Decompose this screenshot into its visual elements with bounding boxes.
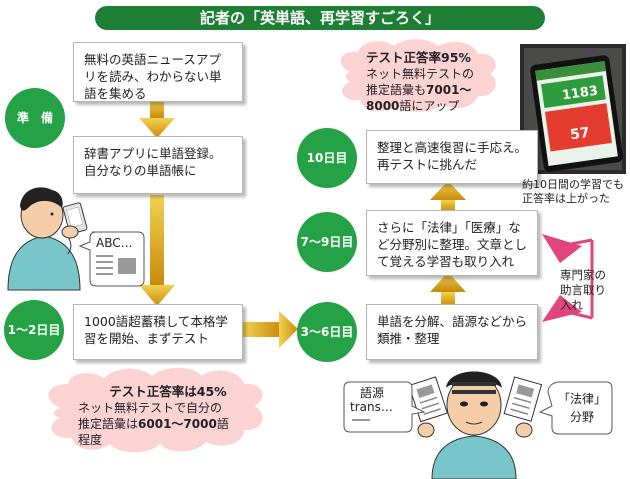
person-with-papers-illustration <box>408 371 543 479</box>
phone-photo <box>520 44 626 174</box>
left-result-text: テスト正答率は45% ネット無料テストで自分の 推定語彙は6001～7000語 … <box>78 384 258 448</box>
step-box-day7-9: さらに「法律」「医療」など分野別に整理。文章として覚える学習も取り入れ <box>366 210 538 276</box>
person-with-phone-illustration <box>7 187 88 291</box>
stage-day10: 10日目 <box>297 128 357 188</box>
expert-advice-label: 専門家の助言取り入れ <box>560 268 606 312</box>
law-bubble-line2: 分野 <box>570 410 595 424</box>
arrow-up-to-day7 <box>430 272 466 306</box>
stage-day3-6: 3～6日目 <box>297 302 357 362</box>
step-box-day3-6: 単語を分解、語源などから類推・整理 <box>366 304 538 360</box>
step-box-prep1: 無料の英語ニュースアプリを読み、わからない単語を集める <box>73 42 243 102</box>
etymology-speech-bubble <box>343 381 426 433</box>
abc-speech-bubble <box>78 231 145 287</box>
law-bubble-line1: 「法律」 <box>558 392 607 406</box>
right-result-text: テスト正答率95% ネット無料テストの 推定語彙も7001～ 8000語にアップ <box>366 50 492 114</box>
right-result-line1: ネット無料テストの <box>366 67 475 81</box>
law-field-speech-bubble <box>538 381 613 435</box>
left-result-line2: 推定語彙は6001～7000語 <box>78 417 229 431</box>
etymology-bubble-word: 語源 <box>360 386 385 400</box>
right-result-title: テスト正答率95% <box>366 50 471 65</box>
left-result-line3: 程度 <box>78 433 103 447</box>
result-cloud-right <box>340 39 496 112</box>
arrow-down-prep <box>139 100 175 138</box>
etymology-bubble-trans: trans… <box>350 400 393 414</box>
step-box-prep2: 辞書アプリに単語登録。自分なりの単語帳に <box>73 136 243 194</box>
abc-bubble-text: ABC… <box>96 236 133 250</box>
photo-caption: 約10日間の学習でも正答率は上がった <box>522 178 624 205</box>
right-result-line3: 8000語にアップ <box>366 99 460 113</box>
stage-day7-9: 7～9日目 <box>297 212 357 272</box>
right-result-line2: 推定語彙も7001～ <box>366 83 472 97</box>
arrow-up-to-day10 <box>430 181 466 212</box>
step-box-day1-2: 1000語超蓄積して本格学習を開始、まずテスト <box>73 304 243 360</box>
stage-day1-2: 1～2日目 <box>4 300 64 360</box>
arrow-down-to-day1 <box>139 195 175 306</box>
result-cloud-left <box>48 367 263 453</box>
expert-advice-arrow <box>542 234 594 322</box>
arrow-right-to-day3 <box>243 311 298 348</box>
left-result-title: テスト正答率は45% <box>109 384 227 399</box>
stage-prep: 準 備 <box>5 88 65 148</box>
step-box-day10: 整理と高速復習に手応え。再テストに挑んだ <box>366 130 538 184</box>
diagram-title: 記者の「英単語、再学習すごろく」 <box>95 6 545 30</box>
left-result-line1: ネット無料テストで自分の <box>78 401 223 415</box>
